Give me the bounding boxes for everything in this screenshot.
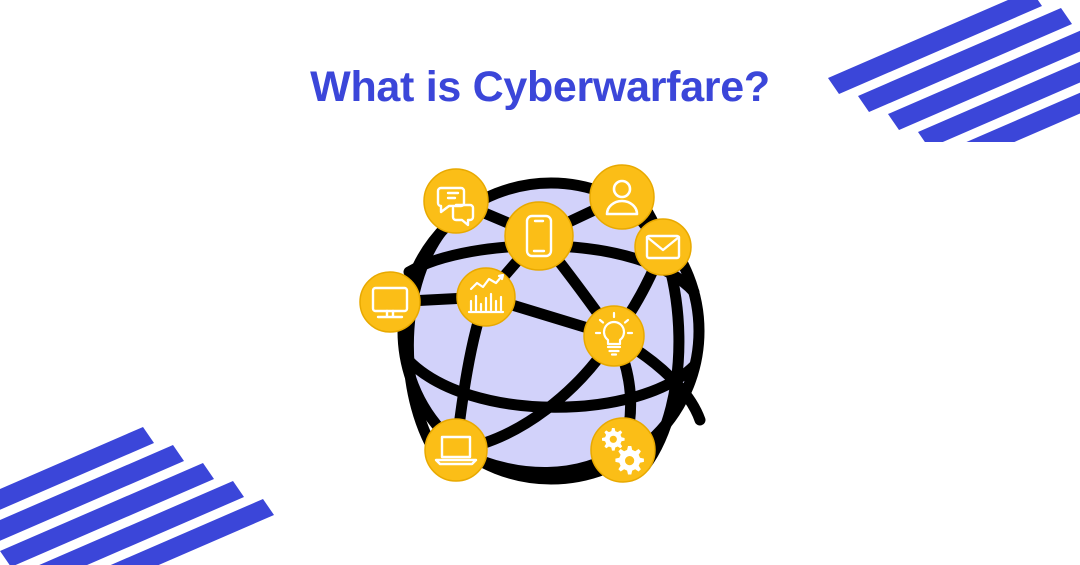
desktop-monitor-icon-background <box>359 271 421 333</box>
bar-chart-icon <box>467 273 505 314</box>
node-user[interactable] <box>589 164 655 230</box>
node-email[interactable] <box>634 218 692 276</box>
desktop-monitor-icon <box>371 286 409 319</box>
chat-bubbles-icon <box>436 186 475 227</box>
node-settings[interactable] <box>590 417 656 483</box>
node-chat[interactable] <box>423 168 489 234</box>
node-laptop[interactable] <box>424 418 488 482</box>
network-nodes <box>359 164 692 483</box>
gears-icon-background <box>590 417 656 483</box>
node-monitor[interactable] <box>359 271 421 333</box>
gears-icon <box>602 428 644 475</box>
lightbulb-icon <box>594 311 634 356</box>
user-person-icon <box>605 179 639 216</box>
smartphone-icon <box>525 214 553 258</box>
envelope-icon <box>645 234 681 260</box>
diagonal-stripes-bottom-left <box>0 415 292 565</box>
laptop-icon-background <box>424 418 488 482</box>
laptop-icon <box>434 435 478 466</box>
node-phone[interactable] <box>504 201 574 271</box>
envelope-icon-background <box>634 218 692 276</box>
lightbulb-icon-background <box>583 305 645 367</box>
network-globe-illustration <box>352 158 712 503</box>
node-idea[interactable] <box>583 305 645 367</box>
node-analytics[interactable] <box>456 267 516 327</box>
smartphone-icon-background <box>504 201 574 271</box>
chat-bubbles-icon-background <box>423 168 489 234</box>
page-title: What is Cyberwarfare? <box>310 63 770 111</box>
